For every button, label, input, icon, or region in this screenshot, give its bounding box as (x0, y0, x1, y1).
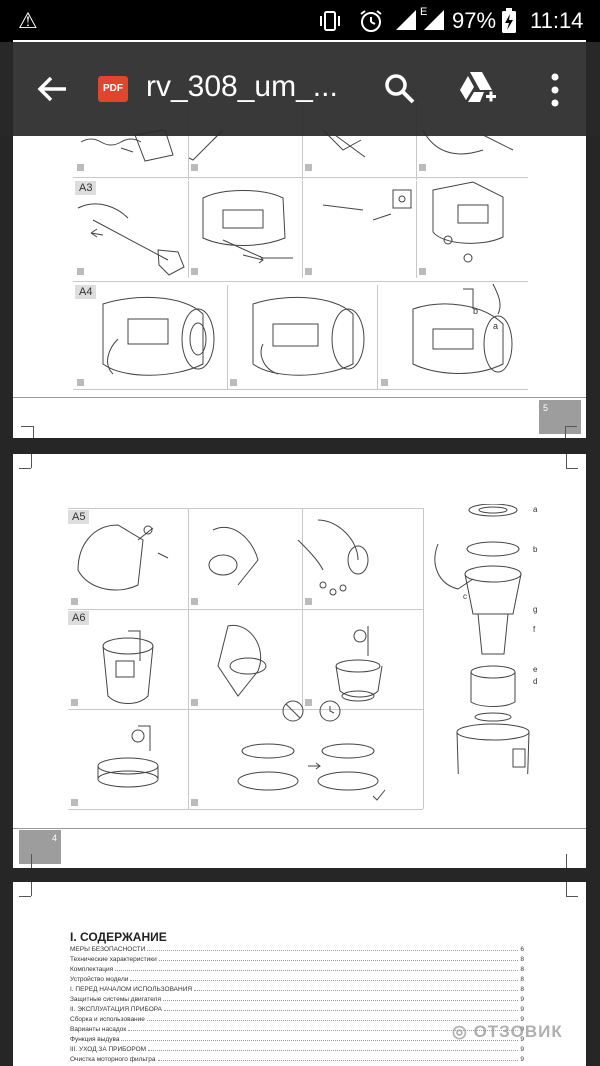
toc-leader-dots (146, 1016, 519, 1021)
toc-entry-page: 9 (520, 996, 524, 1003)
toc-entry-page: 8 (520, 966, 524, 973)
toc-entry-text: I. ПЕРЕД НАЧАЛОМ ИСПОЛЬЗОВАНИЯ (70, 986, 193, 993)
battery-charging-icon (502, 8, 516, 33)
back-arrow-icon[interactable] (36, 74, 68, 104)
section-label-a3: A3 (75, 181, 97, 195)
page-number-box: 4 (19, 830, 61, 864)
pdf-page-2[interactable]: A5 A6 (13, 454, 586, 868)
toc-row: Функция выдува 9 (70, 1036, 524, 1043)
watermark-icon: ◎ (452, 1022, 468, 1041)
search-icon[interactable] (383, 72, 417, 106)
toc-row: I. ПЕРЕД НАЧАЛОМ ИСПОЛЬЗОВАНИЯ 8 (70, 986, 524, 993)
part-label-b: b (533, 545, 538, 554)
part-label-c: c (463, 592, 467, 601)
battery-percent: 97% (452, 8, 497, 33)
part-label-d: d (533, 677, 537, 686)
illustration-a2 (77, 130, 514, 171)
toc-entry-text: Сборка и использование (70, 1016, 145, 1023)
watermark-text: ОТЗОВИК (473, 1022, 563, 1041)
toc-row: Сборка и использование 9 (70, 1016, 524, 1023)
part-label-f: f (533, 625, 536, 634)
toc-entry-text: Варианты насадок (70, 1026, 127, 1033)
toc-leader-dots (147, 946, 519, 951)
toc-entry-text: III. УХОД ЗА ПРИБОРОМ (70, 1046, 147, 1053)
alarm-icon (360, 10, 382, 32)
toc-entry-text: Функция выдува (70, 1036, 120, 1043)
toc-row: Комплектация 8 (70, 966, 524, 973)
toc-entry-text: Защитные системы двигателя (70, 996, 161, 1003)
illustration-a3 (77, 181, 504, 276)
wifi-icon (396, 10, 416, 30)
toc-leader-dots (128, 1026, 519, 1031)
toc-leader-dots (148, 1046, 519, 1051)
toc-title: I. СОДЕРЖАНИЕ (70, 930, 167, 944)
illustration-a5 (71, 519, 369, 605)
toc-leader-dots (130, 976, 519, 981)
toc-entry-page: 6 (520, 946, 524, 953)
part-label-a: a (533, 505, 538, 514)
status-bar: ⚠ E 97% 11:14 (0, 0, 600, 42)
toc-entry-page: 8 (520, 976, 524, 983)
part-label-g: g (533, 605, 537, 614)
toc-leader-dots (157, 1056, 519, 1061)
overflow-menu-icon[interactable] (548, 72, 562, 108)
app-bar: PDF rv_308_um_... (0, 42, 600, 136)
illustration-a4: b a (77, 284, 513, 386)
toc-entry-page: 8 (520, 986, 524, 993)
toc-row: Технические характеристики 8 (70, 956, 524, 963)
toc-row: Варианты насадок 9 (70, 1026, 524, 1033)
toc-leader-dots (162, 996, 519, 1001)
section-label-a5: A5 (68, 510, 90, 524)
page-number-box: 5 (539, 400, 581, 434)
toc-entry-page: 9 (520, 1006, 524, 1013)
toc-entry-text: Комплектация (70, 966, 114, 973)
pdf-file-icon: PDF (98, 76, 128, 102)
toc-entry-page: 9 (520, 1036, 524, 1043)
svg-text:a: a (493, 321, 498, 331)
toc-entry-text: Устройство модели (70, 976, 129, 983)
toc-entry-page: 9 (520, 1046, 524, 1053)
toc-leader-dots (121, 1036, 519, 1041)
toc-entry-page: 9 (520, 1026, 524, 1033)
clock: 11:14 (530, 8, 584, 33)
toc-row: Устройство модели 8 (70, 976, 524, 983)
pdf-page-3[interactable] (13, 882, 586, 1066)
network-type: E (420, 6, 428, 18)
toc-leader-dots (194, 986, 519, 991)
toc-entry-page: 9 (520, 1016, 524, 1023)
part-label-e: e (533, 665, 538, 674)
toc-row: МЕРЫ БЕЗОПАСНОСТИ 6 (70, 946, 524, 953)
section-label-a4: A4 (75, 285, 97, 299)
toc-entry-text: Очистка моторного фильтра (70, 1056, 156, 1063)
document-title: rv_308_um_... (146, 70, 338, 103)
signal-icon (424, 10, 444, 30)
page-number: 4 (51, 833, 57, 843)
illustration-exploded-view: a b c g f e d (434, 504, 538, 774)
toc-entry-text: II. ЭКСПЛУАТАЦИЯ ПРИБОРА (70, 1006, 162, 1013)
drive-add-icon[interactable] (458, 70, 498, 108)
section-label-a6: A6 (68, 611, 90, 625)
toc-entry-page: 9 (520, 1056, 524, 1063)
toc-leader-dots (164, 1006, 519, 1011)
vibrate-icon (320, 11, 340, 31)
warning-icon: ⚠ (18, 8, 38, 33)
toc-entry-text: Технические характеристики (70, 956, 157, 963)
toc-entry-text: МЕРЫ БЕЗОПАСНОСТИ (70, 946, 146, 953)
page-number: 5 (543, 403, 549, 413)
toc-leader-dots (158, 956, 519, 961)
illustration-a6 (71, 624, 386, 806)
svg-text:b: b (473, 306, 478, 316)
watermark: ◎ ОТЗОВИК (452, 1022, 563, 1042)
toc-row: II. ЭКСПЛУАТАЦИЯ ПРИБОРА 9 (70, 1006, 524, 1013)
toc-row: Защитные системы двигателя 9 (70, 996, 524, 1003)
toc-row: Очистка моторного фильтра 9 (70, 1056, 524, 1063)
toc-entry-page: 8 (520, 956, 524, 963)
toc-leader-dots (115, 966, 519, 971)
toc-row: III. УХОД ЗА ПРИБОРОМ 9 (70, 1046, 524, 1053)
